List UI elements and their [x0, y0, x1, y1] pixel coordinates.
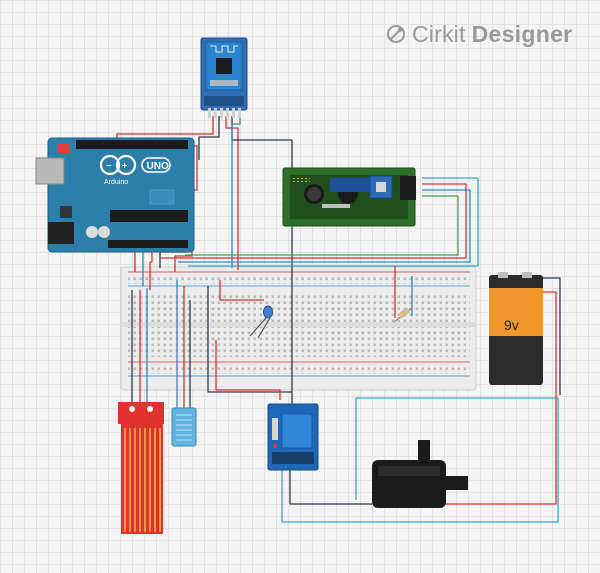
- arduino-brand-label: Arduino: [104, 179, 128, 186]
- wire-relay-cyan: [281, 397, 559, 523]
- arduino-uno-logo: UNO: [147, 161, 169, 172]
- svg-text:+: +: [122, 161, 127, 171]
- led-component: [249, 305, 273, 339]
- wire-relay-red: [215, 340, 281, 400]
- water-pump: [372, 440, 468, 508]
- wire-led-dark: [207, 286, 292, 393]
- wire-bt-dark: [198, 116, 220, 160]
- wire-led-red: [219, 280, 264, 301]
- wire-ard-red-b2: [149, 250, 153, 290]
- battery-9v: 9v: [489, 272, 543, 385]
- water-level-sensor: [118, 402, 164, 534]
- wire-lcd-blue: [178, 189, 471, 263]
- lcd-i2c-display: [282, 167, 416, 227]
- dht-sensor: [171, 407, 197, 447]
- breadboard: [120, 266, 477, 391]
- svg-text:−: −: [106, 161, 111, 171]
- wire-lcd-green: [185, 195, 459, 256]
- battery-label: 9v: [504, 317, 519, 333]
- bluetooth-module: [200, 37, 248, 118]
- brand-logo: Cirkit Designer: [386, 18, 572, 50]
- cirkit-logo-icon: [387, 25, 405, 43]
- brand-name: Cirkit: [412, 20, 466, 47]
- resistor-component: [393, 307, 413, 323]
- brand-product: Designer: [471, 20, 573, 47]
- wire-relay-dark: [289, 470, 372, 505]
- arduino-uno: − + UNO Arduino: [35, 137, 195, 253]
- wire-lcd-red: [160, 183, 467, 259]
- relay-module: [267, 403, 319, 471]
- wire-bt-blue: [231, 116, 241, 268]
- wire-lcd-cyan: [188, 177, 479, 267]
